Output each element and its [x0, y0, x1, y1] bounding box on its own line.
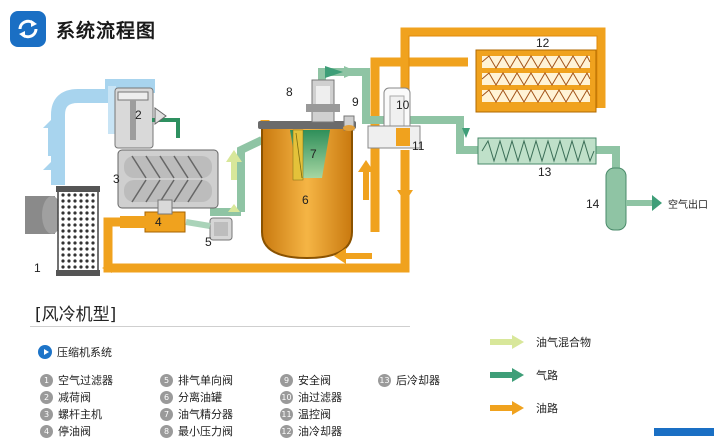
- number-badge-icon: 13: [378, 373, 391, 387]
- num-3: 3: [113, 172, 120, 186]
- header: 系统流程图: [10, 10, 156, 48]
- air-filter: [25, 186, 100, 276]
- svg-text:8: 8: [286, 85, 293, 99]
- svg-text:1: 1: [34, 261, 41, 275]
- page-title: 系统流程图: [56, 19, 157, 42]
- thermostatic-valve: [367, 125, 421, 149]
- svg-text:空气出口: 空气出口: [668, 198, 708, 211]
- number-badge-icon: 2: [40, 390, 53, 404]
- divider: [30, 326, 410, 327]
- number-badge-icon: 4: [40, 424, 53, 438]
- key-mixture: 油气混合物: [490, 334, 591, 350]
- safety-valve: [343, 115, 355, 131]
- play-icon: [38, 345, 52, 359]
- number-badge-icon: 11: [280, 407, 293, 421]
- svg-text:3: 3: [113, 172, 120, 186]
- num-6: 6: [302, 193, 309, 207]
- svg-text:11: 11: [412, 139, 425, 153]
- number-badge-icon: 9: [280, 373, 293, 387]
- svg-text:14: 14: [586, 197, 600, 211]
- number-badge-icon: 6: [160, 390, 173, 404]
- subsection-link[interactable]: 压缩机系统: [38, 344, 112, 360]
- separator-tank: [258, 121, 356, 260]
- svg-text:13: 13: [538, 165, 552, 179]
- flow-arrows: [102, 66, 470, 273]
- svg-text:2: 2: [135, 108, 142, 122]
- number-badge-icon: 1: [40, 373, 53, 387]
- subsection-label: 压缩机系统: [57, 346, 112, 359]
- num-14: 14: [586, 197, 600, 211]
- number-badge-icon: 5: [160, 373, 173, 387]
- number-badge-icon: 8: [160, 424, 173, 438]
- num-8: 8: [286, 85, 293, 99]
- num-5: 5: [205, 235, 212, 249]
- oil-cooler: [475, 49, 597, 113]
- svg-text:4: 4: [155, 215, 162, 229]
- num-9: 9: [352, 95, 359, 109]
- num-12: 12: [536, 36, 550, 50]
- component-numbers: 1 2 3 4 5 6 7 8 9 10 11 12 13 14 空气出口: [34, 36, 708, 275]
- moisture-separator: [605, 167, 662, 231]
- number-badge-icon: 10: [280, 390, 293, 404]
- svg-text:10: 10: [396, 98, 410, 112]
- check-valve: [185, 217, 233, 241]
- footer-bar: [654, 428, 714, 436]
- svg-text:9: 9: [352, 95, 359, 109]
- svg-text:7: 7: [310, 147, 317, 161]
- refresh-logo-icon: [10, 11, 46, 47]
- num-10: 10: [396, 98, 410, 112]
- num-7: 7: [310, 147, 317, 161]
- num-13: 13: [538, 165, 552, 179]
- air-arrow-icon: [490, 368, 524, 382]
- section-title: [风冷机型]: [35, 305, 117, 325]
- oil-arrow-icon: [490, 401, 524, 415]
- svg-text:6: 6: [302, 193, 309, 207]
- number-badge-icon: 7: [160, 407, 173, 421]
- num-11: 11: [412, 139, 425, 153]
- num-4: 4: [155, 215, 162, 229]
- min-pressure-valve: [306, 79, 340, 123]
- key-air: 气路: [490, 367, 558, 383]
- flow-diagram: 1 2 3 4 5 6 7 8 9 10 11 12 13 14 空气出口: [25, 27, 708, 276]
- after-cooler: [477, 137, 597, 165]
- num-1: 1: [34, 261, 41, 275]
- svg-text:5: 5: [205, 235, 212, 249]
- mixture-arrow-icon: [490, 335, 524, 349]
- number-badge-icon: 12: [280, 424, 293, 438]
- screw-compressor: [117, 149, 219, 209]
- number-badge-icon: 3: [40, 407, 53, 421]
- svg-text:12: 12: [536, 36, 550, 50]
- air-outlet-label: 空气出口: [668, 198, 708, 211]
- oil-stop-valve: [120, 199, 186, 233]
- unloader-valve: [114, 87, 180, 149]
- key-oil: 油路: [490, 400, 558, 416]
- num-2: 2: [135, 108, 142, 122]
